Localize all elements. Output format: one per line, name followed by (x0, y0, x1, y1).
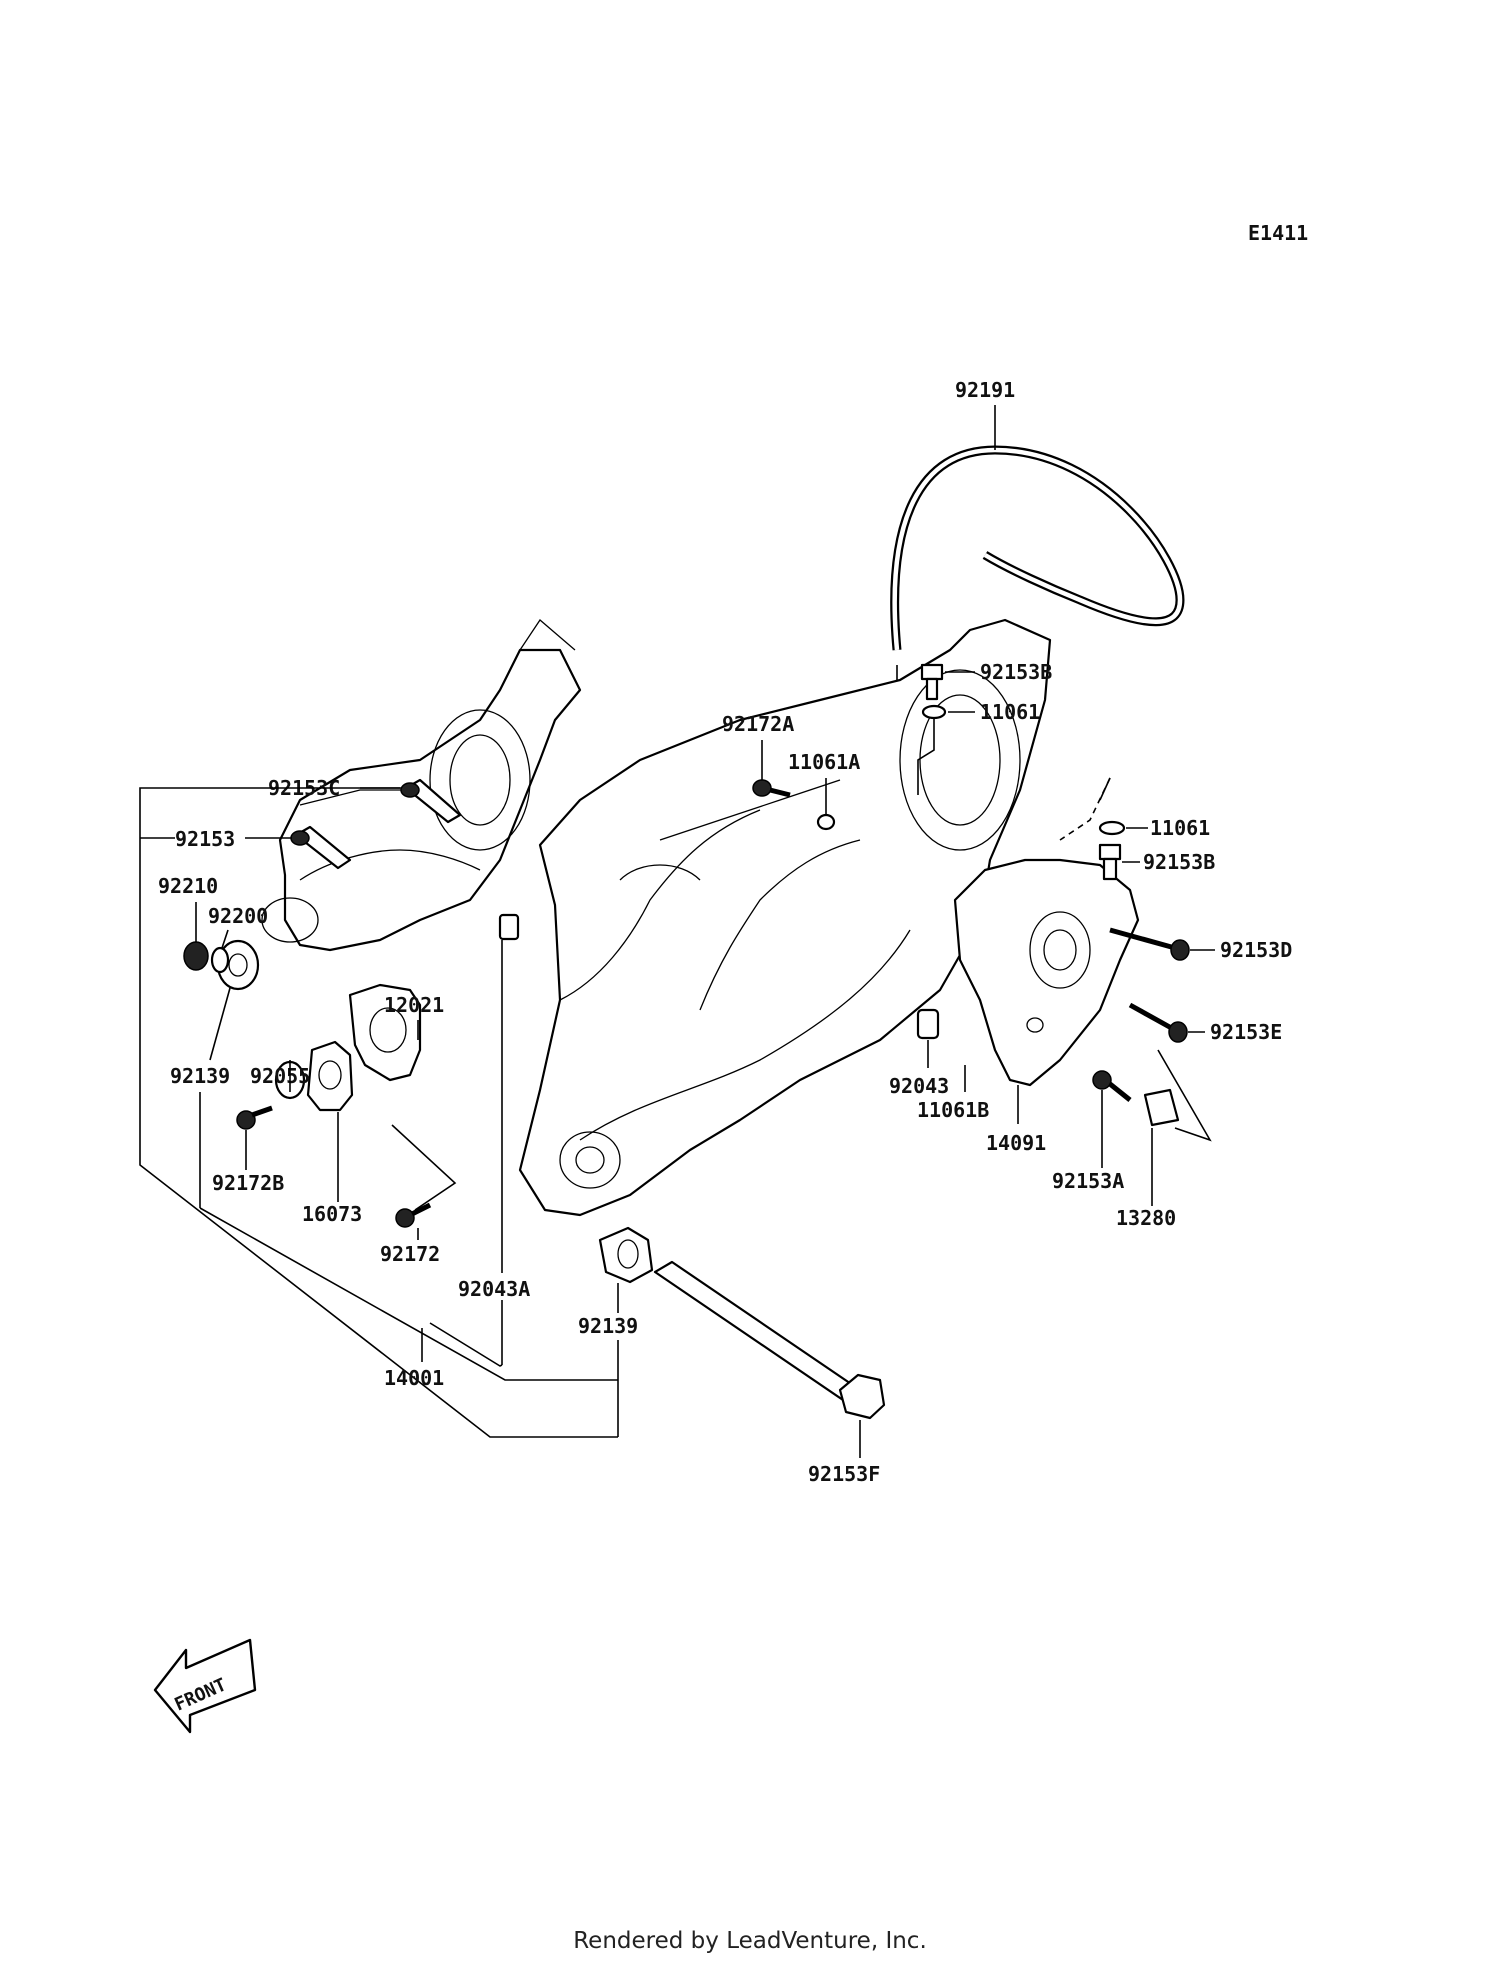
label-92139-left: 92139 (170, 1064, 230, 1088)
label-92200: 92200 (208, 904, 268, 928)
rubber-mount-92139-left (183, 939, 260, 991)
label-12021-text: 12021 (384, 993, 444, 1017)
bolt-92172 (395, 1202, 432, 1228)
gasket-16073 (306, 1040, 354, 1112)
label-92043A: 92043A (458, 1277, 530, 1301)
diagram-code: E1411 (1248, 221, 1308, 245)
label-92139-bottom: 92139 (578, 1314, 638, 1338)
bolt-92153E (1128, 1002, 1188, 1043)
washer-11061A (816, 813, 836, 831)
dowel-92043 (916, 1008, 940, 1040)
intake-pipe-12021 (348, 983, 422, 1082)
render-credit: Rendered by LeadVenture, Inc. (573, 1928, 927, 1954)
bolt-92153B-top (920, 663, 944, 701)
label-92153D: 92153D (1220, 938, 1292, 962)
label-92191: 92191 (955, 378, 1015, 402)
breather-hose (890, 445, 1185, 651)
label-14091: 14091 (986, 1131, 1046, 1155)
washer-11061-right (1098, 820, 1126, 836)
bolt-92153D (1109, 927, 1190, 961)
rubber-mount-92139-bottom (598, 1226, 654, 1284)
clamp-13280 (1143, 1088, 1180, 1127)
bolt-92172B (236, 1105, 273, 1130)
label-92172: 92172 (380, 1242, 440, 1266)
label-11061-top: 11061 (980, 700, 1040, 724)
bolt-92153B-right (1098, 843, 1122, 881)
label-92153E: 92153E (1210, 1020, 1282, 1044)
label-11061B: 11061B (917, 1098, 989, 1122)
dowel-92043A (498, 913, 520, 941)
bolt-92153A (1092, 1070, 1132, 1102)
side-cover-14091 (953, 858, 1140, 1087)
label-92055: 92055 (250, 1064, 310, 1088)
label-92153F: 92153F (808, 1462, 880, 1486)
label-14001: 14001 (384, 1366, 444, 1390)
label-92043: 92043 (889, 1074, 949, 1098)
label-92153B-top: 92153B (980, 660, 1052, 684)
front-direction-arrow: FRONT (153, 1638, 257, 1734)
label-92172B: 92172B (212, 1171, 284, 1195)
label-92172A: 92172A (722, 712, 794, 736)
label-92153A: 92153A (1052, 1169, 1124, 1193)
washer-11061-top (921, 704, 947, 720)
label-92153B-right: 92153B (1143, 850, 1215, 874)
bolt-92172A (752, 779, 791, 798)
label-92210: 92210 (158, 874, 218, 898)
label-11061A: 11061A (788, 750, 860, 774)
bolt-92153C (400, 778, 462, 824)
long-bolt-92153F (653, 1260, 886, 1420)
label-11061-right: 11061 (1150, 816, 1210, 840)
label-92153: 92153 (175, 827, 235, 851)
label-16073: 16073 (302, 1202, 362, 1226)
label-13280: 13280 (1116, 1206, 1176, 1230)
